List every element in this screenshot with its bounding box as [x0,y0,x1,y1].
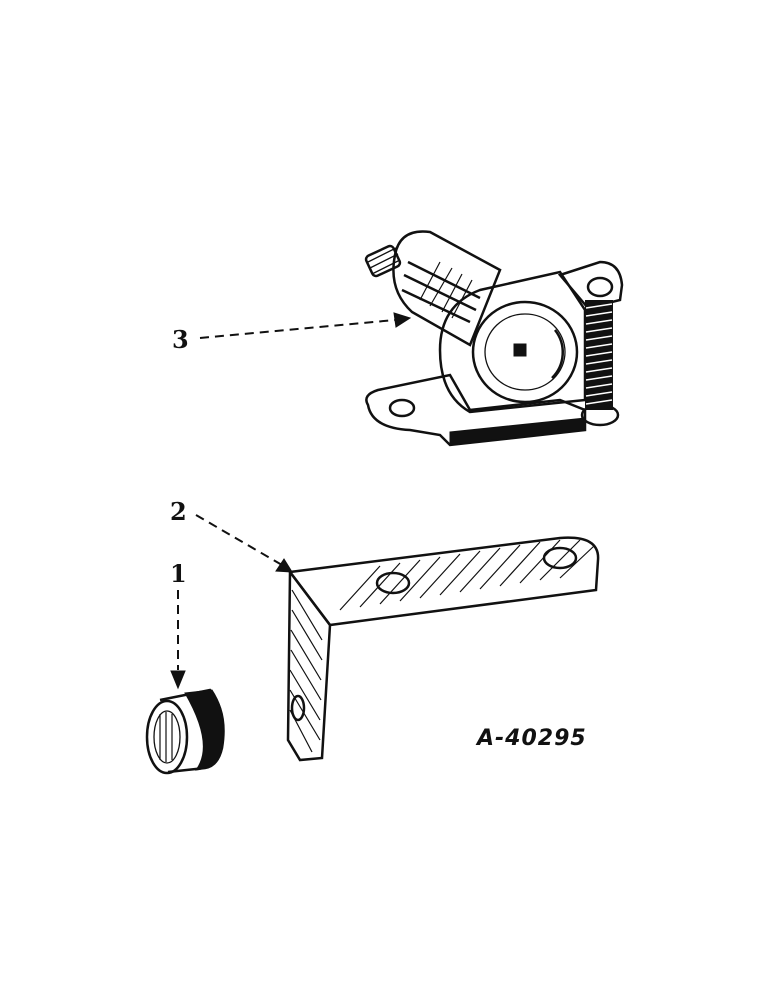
terminal-stud [364,244,402,278]
spring-coil [580,300,620,427]
figure-number: A-40295 [475,726,587,751]
part-2-bracket [286,536,600,762]
callout-2: 2 [170,497,187,526]
leader-lines [170,312,412,690]
leader-3 [199,319,396,339]
part-1-bushing [145,688,225,775]
arrowhead-1 [170,670,186,690]
part-3-switch [364,230,624,447]
leader-2 [195,514,283,566]
callout-1: 1 [170,559,187,588]
arrowhead-3 [393,312,412,328]
arrowhead-2 [275,558,293,573]
callout-3: 3 [172,325,189,354]
